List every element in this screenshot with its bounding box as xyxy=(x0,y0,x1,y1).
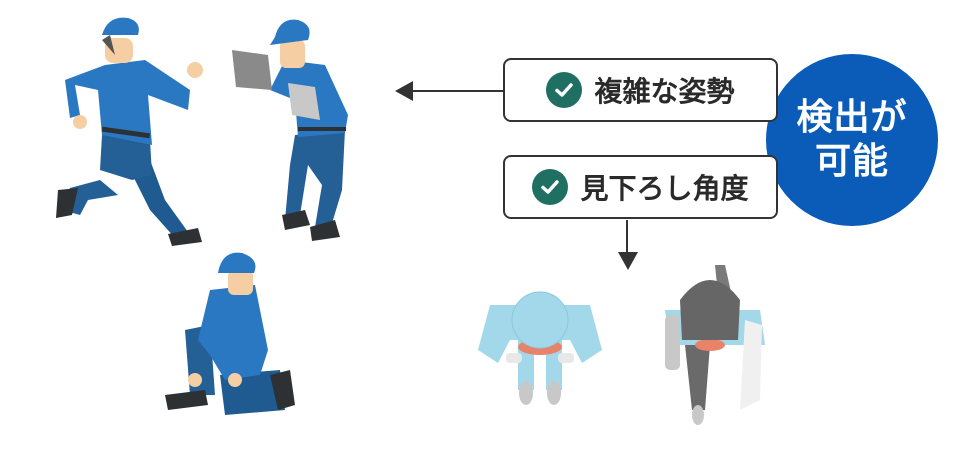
arrow-down-line xyxy=(626,220,628,255)
arrow-left-line xyxy=(412,90,504,92)
check-circle-icon xyxy=(532,169,569,205)
arrow-left-icon xyxy=(395,81,413,101)
detection-possible-badge: 検出が 可能 xyxy=(766,54,938,226)
callout-label: 見下ろし角度 xyxy=(580,172,749,205)
badge-line-1: 検出が xyxy=(796,97,908,138)
overhead-worker-light-blue-illustration xyxy=(478,291,602,405)
badge-line-2: 可能 xyxy=(814,141,889,182)
callout-complex-posture: 複雑な姿勢 xyxy=(503,58,778,122)
callout-label: 複雑な姿勢 xyxy=(594,75,735,108)
tablet-worker-illustration xyxy=(232,19,348,241)
running-worker-illustration xyxy=(56,17,203,246)
overhead-worker-gray-illustration xyxy=(665,265,765,425)
kneeling-worker-illustration xyxy=(165,252,295,415)
arrow-down-icon xyxy=(618,252,638,270)
check-circle-icon xyxy=(546,72,583,108)
callout-overhead-angle: 見下ろし角度 xyxy=(503,155,778,219)
